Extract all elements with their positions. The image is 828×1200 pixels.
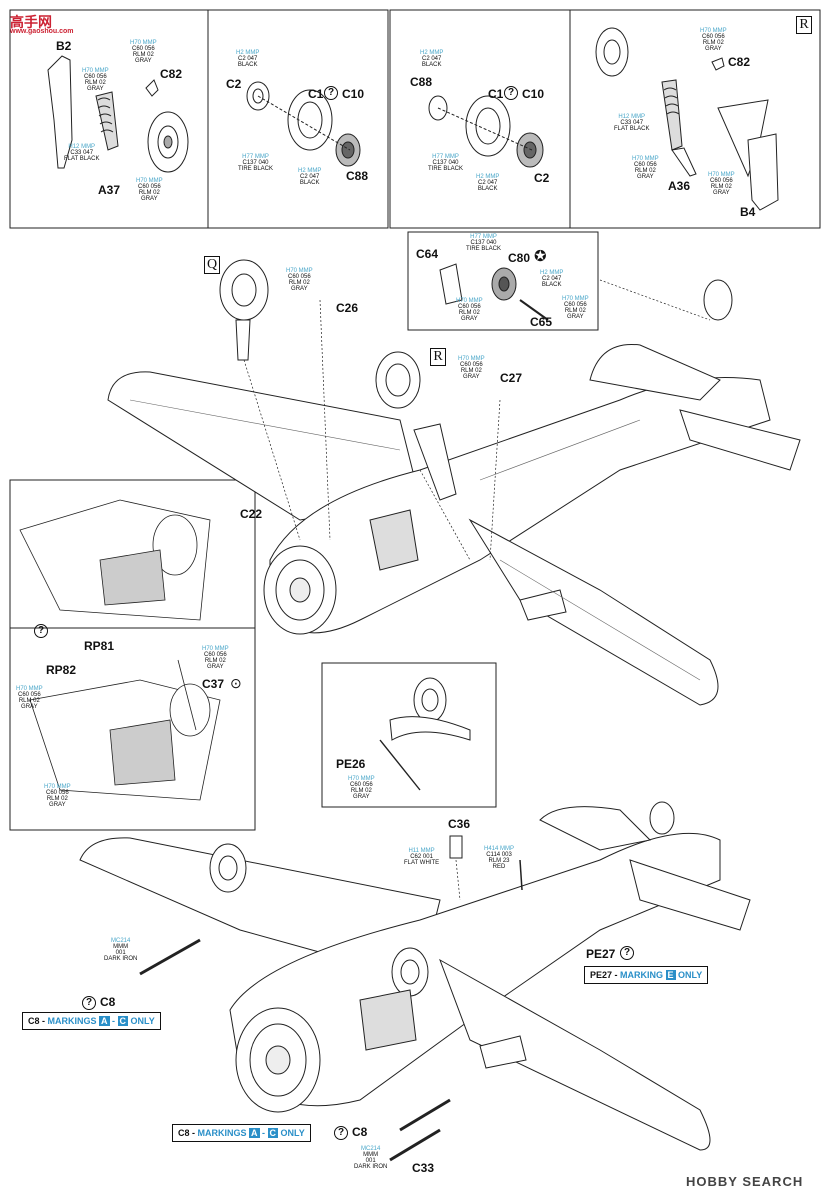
part-c82b: C82	[728, 55, 751, 69]
detail-frame-tailwheel	[407, 231, 599, 331]
box-label-r-top: R	[796, 16, 812, 34]
box-label-q: Q	[204, 256, 220, 274]
question-mark-icon: ?	[334, 1126, 348, 1140]
part-c82a: C82	[160, 67, 183, 81]
panel-frame-2	[207, 9, 389, 229]
part-c1b: C1	[488, 87, 504, 101]
marking-note-pe27: PE27 - MARKING E ONLY	[584, 966, 709, 984]
part-c36: C36	[448, 817, 471, 831]
part-a37: A37	[98, 183, 121, 197]
detail-frame-pe26	[321, 662, 497, 808]
part-pe27: PE27	[586, 947, 616, 961]
part-c10b: C10	[522, 87, 545, 101]
detail-frame-c37	[9, 627, 256, 831]
watermark-url: www.gaoshou.com	[10, 28, 74, 35]
part-c64: C64	[416, 247, 439, 261]
c37-detail	[29, 659, 221, 801]
hobbysearch-logo: HOBBY SEARCH	[686, 1174, 804, 1189]
question-mark-icon: ?	[620, 946, 634, 960]
fuselage-lower-view	[79, 801, 751, 1151]
marking-note-c8-left: C8 - MARKINGS A - C ONLY	[22, 1012, 161, 1030]
pe26-detail	[379, 677, 471, 791]
part-c27: C27	[500, 371, 523, 385]
gear-leg-a36	[595, 27, 779, 211]
part-c88b: C88	[410, 75, 433, 89]
wheelbay-detail	[19, 499, 211, 621]
part-c26: C26	[336, 301, 359, 315]
part-rp81: RP81	[84, 639, 115, 653]
part-c33: C33	[412, 1161, 435, 1175]
panel-frame-4	[569, 9, 821, 229]
part-b4: B4	[740, 205, 756, 219]
wheel-assembly-c1-alt	[428, 95, 544, 168]
question-mark-icon: ?	[504, 86, 518, 100]
gear-leg-a37	[47, 55, 189, 173]
part-c65: C65	[530, 315, 553, 329]
part-c8b: C8	[352, 1125, 368, 1139]
tailwheel-detail	[439, 263, 549, 321]
part-rp82: RP82	[46, 663, 77, 677]
part-c2b: C2	[534, 171, 550, 185]
part-pe26: PE26	[336, 757, 366, 771]
question-mark-icon: ?	[34, 624, 48, 638]
question-mark-icon: ?	[82, 996, 96, 1010]
star-icon: ✪	[534, 248, 547, 265]
circle-arrow-icon: ⊙	[230, 675, 242, 691]
marking-note-c8-bottom: C8 - MARKINGS A - C ONLY	[172, 1124, 311, 1142]
wheel-assembly-c1	[246, 81, 361, 167]
part-b2: B2	[56, 39, 72, 53]
part-c1a: C1	[308, 87, 324, 101]
part-c22: C22	[240, 507, 263, 521]
fuselage-upper-view	[107, 259, 801, 706]
question-mark-icon: ?	[324, 86, 338, 100]
part-c8a: C8	[100, 995, 116, 1009]
part-a36: A36	[668, 179, 691, 193]
watermark-logo: 高手网	[10, 14, 52, 30]
part-c2a: C2	[226, 77, 242, 91]
part-c88a: C88	[346, 169, 369, 183]
part-c37: C37	[202, 677, 225, 691]
part-c80: C80	[508, 251, 531, 265]
part-c10a: C10	[342, 87, 365, 101]
box-label-r-mid: R	[430, 348, 446, 366]
